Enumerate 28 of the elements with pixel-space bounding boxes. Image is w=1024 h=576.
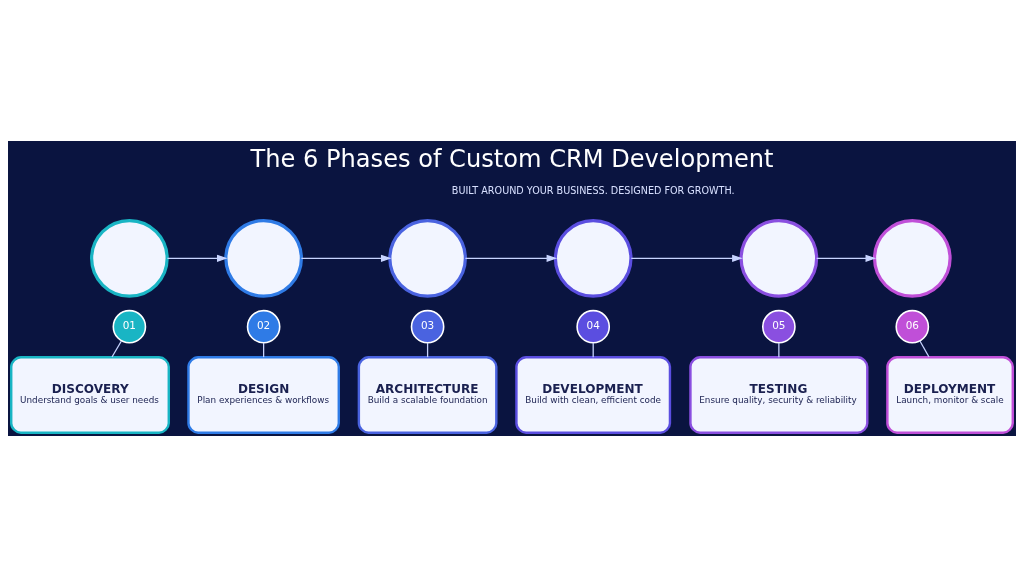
node-circle [553,218,633,298]
node-box: DISCOVERY Understand goals & user needs [10,355,170,434]
arrow [300,254,392,262]
connector [919,339,930,358]
node-circle: 01 [112,309,147,344]
diagram-title: The 6 Phases of Custom CRM Development [250,144,774,173]
node-circle: 05 [762,309,796,344]
node-box: DESIGN Plan experiences & workflows [187,355,340,434]
node-box: TESTING Ensure quality, security & reliability [689,355,869,434]
node-circle [872,218,952,298]
node-circle [90,218,169,298]
node-box: ARCHITECTURE Build a scalable foundation [357,355,498,434]
arrow [166,254,228,262]
label: BUILT AROUND YOUR BUSINESS. DESIGNED FOR GROWTH. [451,184,735,196]
connector [111,339,123,358]
arrow [816,254,877,262]
connector [778,341,780,358]
node-box: DEPLOYMENT Launch, monitor & scale [886,355,1014,434]
node-circle [739,218,819,298]
node-box: DEVELOPMENT Build with clean, efficient code [515,355,672,434]
node-circle: 06 [895,309,930,344]
node-circle: 03 [410,309,445,344]
arrow [630,254,743,262]
node-circle [224,218,303,298]
node-circle [388,218,467,298]
arrow [464,254,558,262]
node-circle: 04 [576,309,611,344]
node-circle: 02 [246,309,281,344]
